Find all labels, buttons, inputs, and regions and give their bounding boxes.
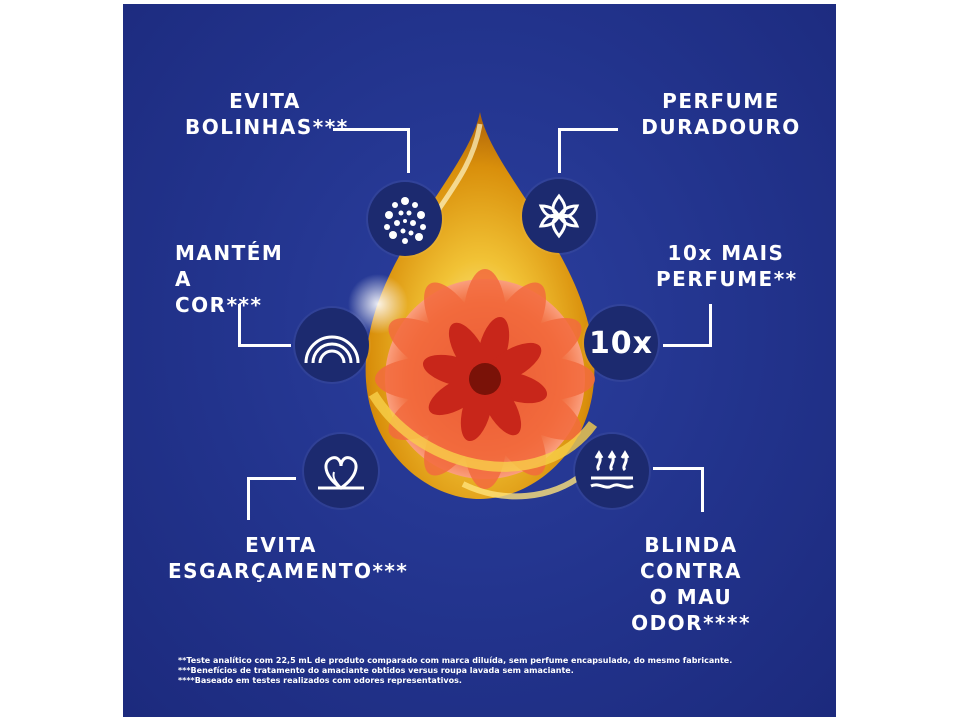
feature-evita-esgarcamento-label: EVITA ESGARÇAMENTO*** <box>168 533 409 583</box>
feature-perfume-duradouro-label: PERFUME DURADOURO <box>641 89 801 139</box>
mais-perfume-badge-circle: 10x <box>584 306 658 380</box>
feature-blinda-mau-odor-label: BLINDA CONTRA O MAU ODOR**** <box>631 533 751 635</box>
footnote: ****Baseado em testes realizados com odo… <box>178 676 462 685</box>
connector-line <box>663 304 712 347</box>
feature-evita-bolinhas-label: EVITA BOLINHAS*** <box>185 89 349 139</box>
rainbow-icon <box>304 335 360 364</box>
connector-line <box>558 128 618 173</box>
feature-mantem-a-cor-label: MANTÉM A COR*** <box>175 241 284 317</box>
footnote: ***Benefícios de tratamento do amaciante… <box>178 666 574 675</box>
connector-line <box>653 467 704 512</box>
connector-line <box>333 128 410 173</box>
perfume-duradouro-icon-circle <box>522 179 596 253</box>
flower-icon <box>538 193 580 239</box>
connector-line <box>238 304 291 347</box>
footnotes: **Teste analítico com 22,5 mL de produto… <box>178 656 798 686</box>
feature-mais-perfume-label: 10x MAIS PERFUME** <box>656 241 798 291</box>
feature-panel: EVITA BOLINHAS*** PERFUME DURADOURO <box>123 4 836 717</box>
blinda-mau-odor-icon-circle <box>575 434 649 508</box>
10x-badge: 10x <box>588 325 654 361</box>
footnote: **Teste analítico com 22,5 mL de produto… <box>178 656 733 665</box>
connector-line <box>247 477 296 520</box>
oil-drop-illustration <box>348 112 598 500</box>
evita-bolinhas-icon-circle <box>368 182 442 256</box>
odor-waves-icon <box>590 450 634 489</box>
evita-esgarcamento-icon-circle <box>304 434 378 508</box>
dots-icon <box>384 197 426 244</box>
fabric-heart-icon <box>318 456 364 490</box>
mantem-a-cor-icon-circle <box>295 308 369 382</box>
